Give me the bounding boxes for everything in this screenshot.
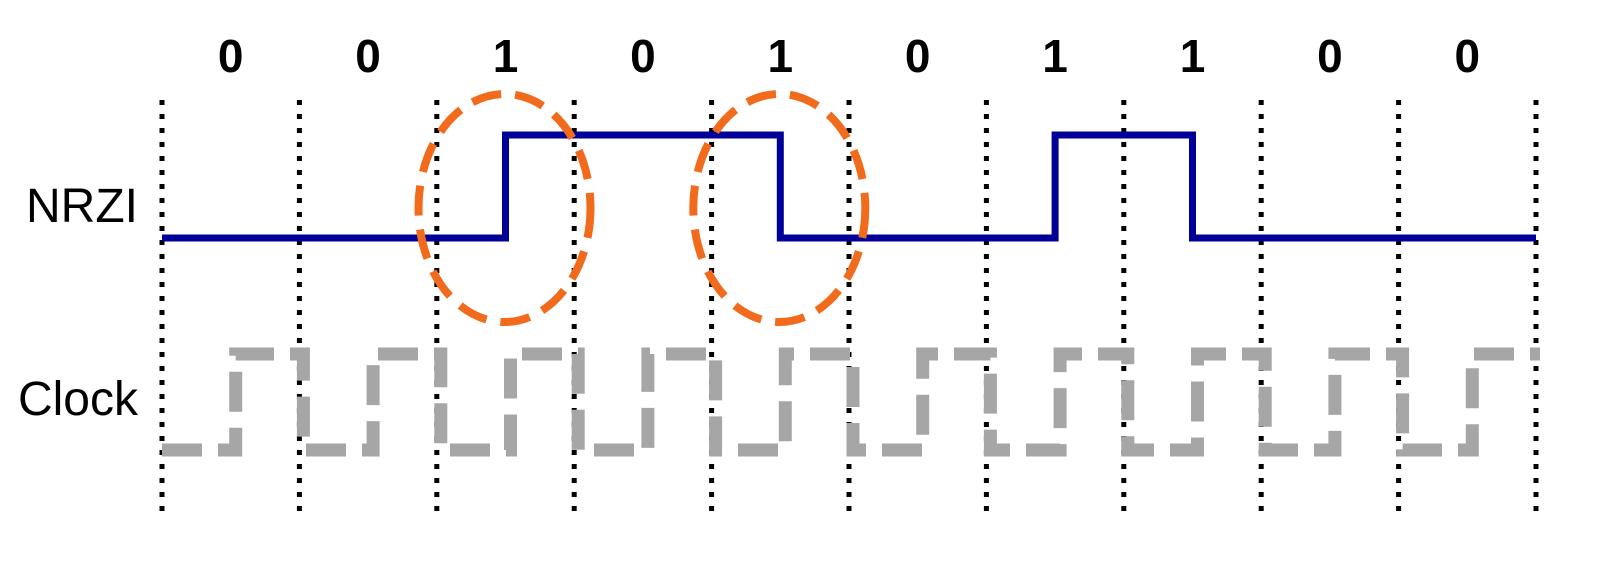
bit-label: 1: [1180, 30, 1206, 82]
bit-label: 0: [355, 30, 381, 82]
bit-label: 1: [768, 30, 794, 82]
bit-label: 0: [1317, 30, 1343, 82]
clock-waveform: [162, 347, 1540, 457]
bit-label: 0: [630, 30, 656, 82]
bit-label: 0: [905, 30, 931, 82]
nrzi-signal-line: [162, 131, 1536, 242]
transition-highlight-ellipse: [414, 90, 595, 326]
transition-highlights: [414, 90, 870, 326]
nrzi-label: NRZI: [26, 180, 138, 233]
bit-label: 1: [493, 30, 519, 82]
nrzi-waveform: [162, 131, 1536, 242]
bit-label: 0: [218, 30, 244, 82]
bit-labels: 0 0 1 0 1 0 1 1 0 0: [218, 30, 1480, 82]
bit-label: 0: [1455, 30, 1481, 82]
clock-label: Clock: [18, 373, 139, 426]
clock-signal-line: [162, 347, 1540, 457]
bit-label: 1: [1042, 30, 1068, 82]
transition-highlight-ellipse: [689, 90, 870, 326]
